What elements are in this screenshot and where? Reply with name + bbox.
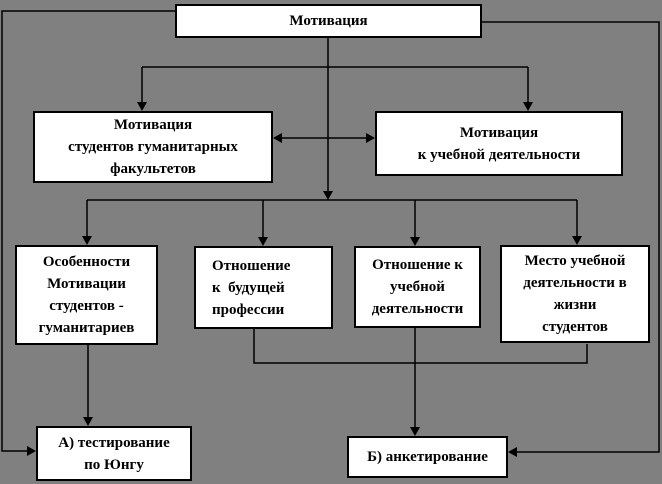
node-attitude-learning: Отношение к учебной деятельности — [354, 246, 481, 328]
node-motivation: Мотивация — [175, 4, 482, 38]
arrowhead-down-icon — [83, 417, 93, 426]
node-label-line: Отношение — [212, 257, 291, 274]
node-future-profession: Отношение к будущей профессии — [194, 246, 333, 329]
node-label-line: к учебной деятельности — [417, 146, 581, 163]
node-label-line: студентов - — [49, 298, 124, 314]
arrowhead-down-icon — [137, 102, 147, 111]
node-learning-motivation: Мотивация к учебной деятельности — [375, 111, 623, 176]
node-label-line: факультетов — [110, 161, 196, 177]
node-label-line: Мотивация — [113, 117, 193, 133]
arrowhead-down-icon — [523, 102, 533, 111]
arrowhead-left-icon — [508, 447, 517, 457]
arrowhead-down-icon — [572, 236, 582, 245]
node-method-b-questionnaire: Б) анкетирование — [347, 436, 508, 478]
node-label-line: Особенности — [42, 254, 131, 270]
node-label-line: Место учебной — [524, 253, 626, 269]
node-humanities-students-motivation: Мотивация студентов гуманитарных факульт… — [33, 111, 273, 183]
connector-right-border — [482, 21, 660, 453]
node-label-line: Отношение к — [372, 257, 463, 273]
node-label-line: Мотивация — [289, 13, 368, 29]
node-place-of-learning: Место учебной деятельности в жизни студе… — [500, 245, 650, 343]
node-label-line: Мотивации — [47, 276, 126, 292]
node-label-line: деятельности — [371, 301, 464, 317]
arrowhead-down-icon — [258, 237, 268, 246]
node-label-line: Б) анкетирование — [367, 449, 488, 465]
arrowhead-right-icon — [27, 446, 36, 456]
arrowhead-down-icon — [410, 427, 420, 436]
node-label-line: деятельности в — [523, 275, 627, 291]
node-label-line: студентов — [542, 319, 608, 335]
node-label-line: студентов гуманитарных — [68, 139, 238, 155]
node-label-line: гуманитариев — [38, 320, 135, 336]
arrowhead-right-icon — [366, 133, 375, 143]
node-label-line: жизни — [553, 297, 597, 313]
connector-merge-bus — [253, 329, 588, 364]
arrowhead-down-icon — [410, 237, 420, 246]
node-label-line: профессии — [212, 301, 285, 318]
node-label-line: по Юнгу — [84, 456, 144, 473]
node-method-a-jung-testing: А) тестирование по Юнгу — [36, 426, 192, 481]
node-label-line: учебной — [390, 279, 445, 295]
node-label-line: к будущей — [212, 279, 285, 296]
node-features-humanities: Особенности Мотивации студентов - гумани… — [15, 245, 158, 345]
arrowhead-down-icon — [82, 236, 92, 245]
arrowhead-down-icon — [323, 191, 333, 200]
arrowhead-left-icon — [273, 133, 282, 143]
connector-left-border — [1, 10, 175, 452]
node-label-line: А) тестирование — [58, 434, 170, 451]
node-label-line: Мотивация — [459, 124, 539, 141]
